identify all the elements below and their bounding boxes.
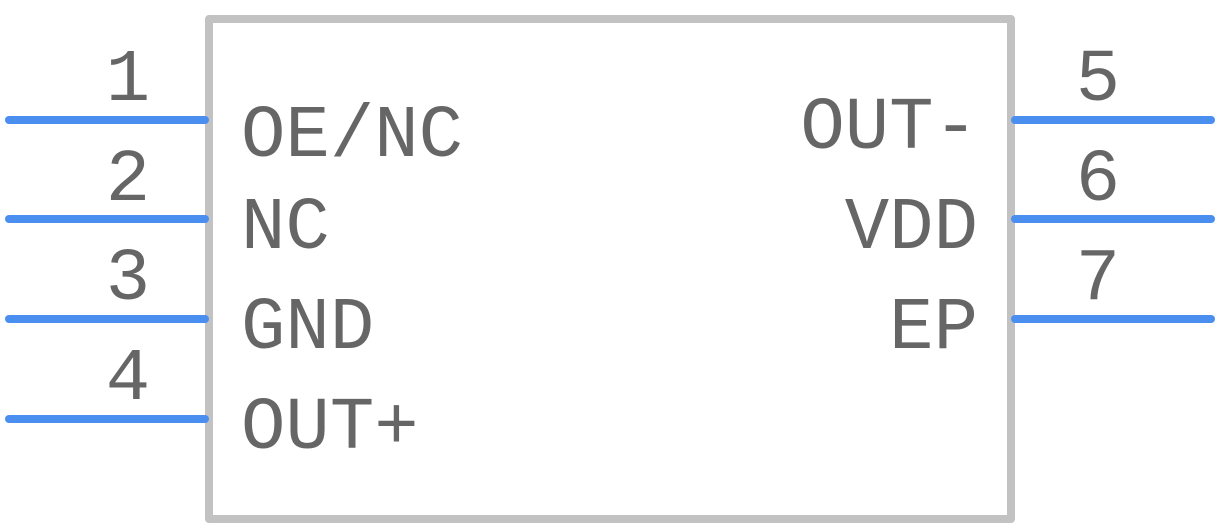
pin-name-6: VDD	[845, 187, 978, 271]
component-body	[205, 15, 1015, 523]
pin-name-4: OUT+	[241, 387, 419, 471]
left-pin-1: 1 OE/NC	[5, 39, 463, 179]
left-pin-2: 2 NC	[5, 139, 330, 271]
pin-name-1: OE/NC	[241, 95, 463, 179]
right-pin-7: 7 EP	[889, 238, 1215, 371]
pin-number-1: 1	[106, 39, 150, 123]
left-pin-3: 3 GND	[5, 238, 374, 371]
pin-number-2: 2	[106, 139, 150, 223]
pin-name-3: GND	[241, 287, 374, 371]
pin-number-4: 4	[106, 338, 150, 422]
pin-name-7: EP	[889, 287, 978, 371]
pin-number-3: 3	[106, 238, 150, 322]
left-pin-4: 4 OUT+	[5, 338, 419, 471]
right-pin-5: 5 OUT-	[800, 39, 1215, 171]
pin-number-6: 6	[1076, 139, 1120, 223]
pin-name-5: OUT-	[800, 87, 978, 171]
pin-number-7: 7	[1076, 238, 1120, 322]
pin-number-5: 5	[1076, 39, 1120, 123]
right-pin-6: 6 VDD	[845, 139, 1215, 271]
pin-name-2: NC	[241, 187, 330, 271]
